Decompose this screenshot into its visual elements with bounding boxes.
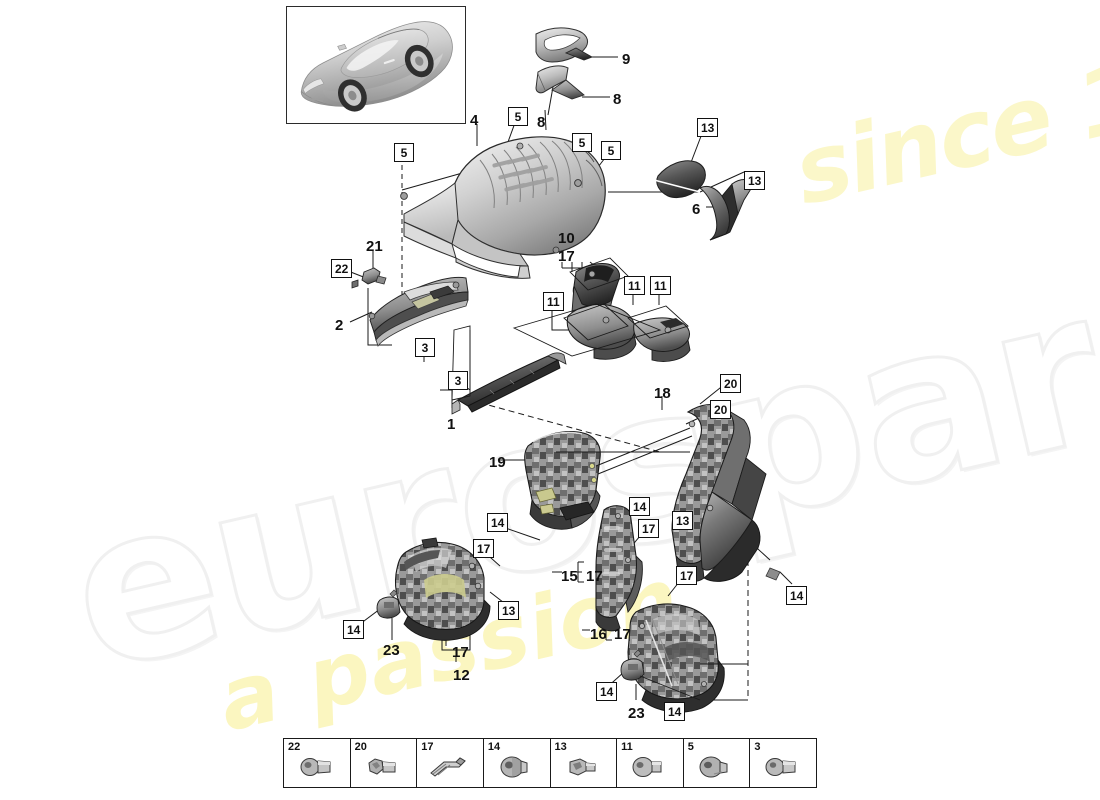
callout-20[interactable]: 20 bbox=[710, 400, 732, 419]
callout-15[interactable]: 15 bbox=[561, 568, 578, 585]
callout-22[interactable]: 22 bbox=[331, 259, 353, 278]
callout-11[interactable]: 11 bbox=[650, 276, 671, 295]
callout-14[interactable]: 14 bbox=[786, 586, 808, 605]
part-23-retaining-clip-left bbox=[376, 589, 401, 619]
callout-3[interactable]: 3 bbox=[448, 371, 468, 390]
legend-cell-3[interactable]: 3 bbox=[750, 739, 816, 787]
spring-clip-icon bbox=[417, 749, 483, 785]
callout-17[interactable]: 17 bbox=[676, 566, 698, 585]
part-2-left-side-shield bbox=[368, 276, 469, 347]
part-15-center-insulation-panel bbox=[595, 505, 643, 632]
legend-number: 11 bbox=[621, 741, 633, 753]
pan-head-screw-icon bbox=[284, 749, 350, 785]
legend-cell-5[interactable]: 5 bbox=[684, 739, 751, 787]
vehicle-thumbnail-box bbox=[286, 6, 466, 124]
legend-number: 20 bbox=[354, 741, 367, 753]
vehicle-illustration bbox=[300, 21, 453, 112]
callout-14[interactable]: 14 bbox=[343, 620, 365, 639]
part-1-lower-trim-strip bbox=[451, 352, 567, 415]
legend-number: 13 bbox=[554, 741, 567, 753]
callout-17[interactable]: 17 bbox=[473, 539, 495, 558]
part-9-upper-deflector bbox=[535, 27, 594, 63]
callout-21[interactable]: 21 bbox=[366, 238, 383, 255]
legend-number: 22 bbox=[288, 741, 301, 753]
callout-17[interactable]: 17 bbox=[614, 626, 631, 643]
legend-cell-22[interactable]: 22 bbox=[284, 739, 351, 787]
callout-1[interactable]: 1 bbox=[447, 416, 456, 433]
part-4-engine-cover bbox=[400, 136, 606, 279]
callout-8[interactable]: 8 bbox=[537, 114, 546, 131]
callout-23[interactable]: 23 bbox=[628, 705, 645, 722]
callout-9[interactable]: 9 bbox=[622, 51, 631, 68]
legend-number: 14 bbox=[487, 741, 501, 753]
callout-20[interactable]: 20 bbox=[720, 374, 742, 393]
part-6-rear-shield-bracket bbox=[653, 160, 755, 241]
callout-16[interactable]: 16 bbox=[590, 626, 607, 643]
callout-5[interactable]: 5 bbox=[601, 141, 621, 160]
callout-13[interactable]: 13 bbox=[744, 171, 766, 190]
legend-cell-17[interactable]: 17 bbox=[417, 739, 484, 787]
hex-flange-bolt-icon bbox=[351, 749, 417, 785]
callout-5[interactable]: 5 bbox=[394, 143, 414, 162]
callout-18[interactable]: 18 bbox=[654, 385, 671, 402]
callout-17[interactable]: 17 bbox=[586, 568, 603, 585]
callout-6[interactable]: 6 bbox=[692, 201, 701, 218]
collar-screw-icon bbox=[551, 749, 617, 785]
legend-number: 3 bbox=[754, 741, 761, 753]
legend-cell-14[interactable]: 14 bbox=[484, 739, 551, 787]
callout-13[interactable]: 13 bbox=[498, 601, 520, 620]
callout-3[interactable]: 3 bbox=[415, 338, 435, 357]
callout-10[interactable]: 10 bbox=[558, 230, 575, 247]
callout-5[interactable]: 5 bbox=[572, 133, 592, 152]
legend-cell-13[interactable]: 13 bbox=[551, 739, 618, 787]
legend-number: 5 bbox=[687, 741, 694, 753]
callout-12[interactable]: 12 bbox=[453, 667, 470, 684]
callout-2[interactable]: 2 bbox=[335, 317, 344, 334]
part-23-retaining-clip-right bbox=[620, 649, 645, 681]
callout-17[interactable]: 17 bbox=[452, 644, 469, 661]
callout-13[interactable]: 13 bbox=[672, 511, 694, 530]
callout-17[interactable]: 17 bbox=[558, 248, 575, 265]
callout-14[interactable]: 14 bbox=[596, 682, 618, 701]
flanged-screw-icon bbox=[684, 749, 750, 785]
part-21-sensor-bracket bbox=[351, 267, 387, 289]
callout-8[interactable]: 8 bbox=[613, 91, 622, 108]
callout-17[interactable]: 17 bbox=[638, 519, 660, 538]
legend-number: 17 bbox=[421, 741, 434, 753]
callout-23[interactable]: 23 bbox=[383, 642, 400, 659]
callout-5[interactable]: 5 bbox=[508, 107, 528, 126]
callout-14[interactable]: 14 bbox=[487, 513, 509, 532]
callout-13[interactable]: 13 bbox=[697, 118, 719, 137]
callout-4[interactable]: 4 bbox=[470, 112, 479, 129]
part-16-rear-insulation-panel bbox=[627, 603, 725, 713]
part-10-center-bracket-assembly bbox=[563, 257, 691, 362]
callout-14[interactable]: 14 bbox=[664, 702, 686, 721]
pan-head-bolt-icon bbox=[750, 749, 816, 785]
part-19-left-tunnel-heat-shield bbox=[524, 431, 601, 530]
round-head-bolt-icon bbox=[617, 749, 683, 785]
part-12-left-wheel-arch-liner bbox=[394, 537, 491, 641]
fastener-legend: 22 20 17 bbox=[283, 738, 817, 788]
legend-cell-20[interactable]: 20 bbox=[351, 739, 418, 787]
callout-11[interactable]: 11 bbox=[543, 292, 564, 311]
callout-19[interactable]: 19 bbox=[489, 454, 506, 471]
legend-cell-11[interactable]: 11 bbox=[617, 739, 684, 787]
large-washer-nut-icon bbox=[484, 749, 550, 785]
part-8-deflector-plate bbox=[535, 65, 585, 100]
callout-11[interactable]: 11 bbox=[624, 276, 645, 295]
callout-14[interactable]: 14 bbox=[629, 497, 651, 516]
